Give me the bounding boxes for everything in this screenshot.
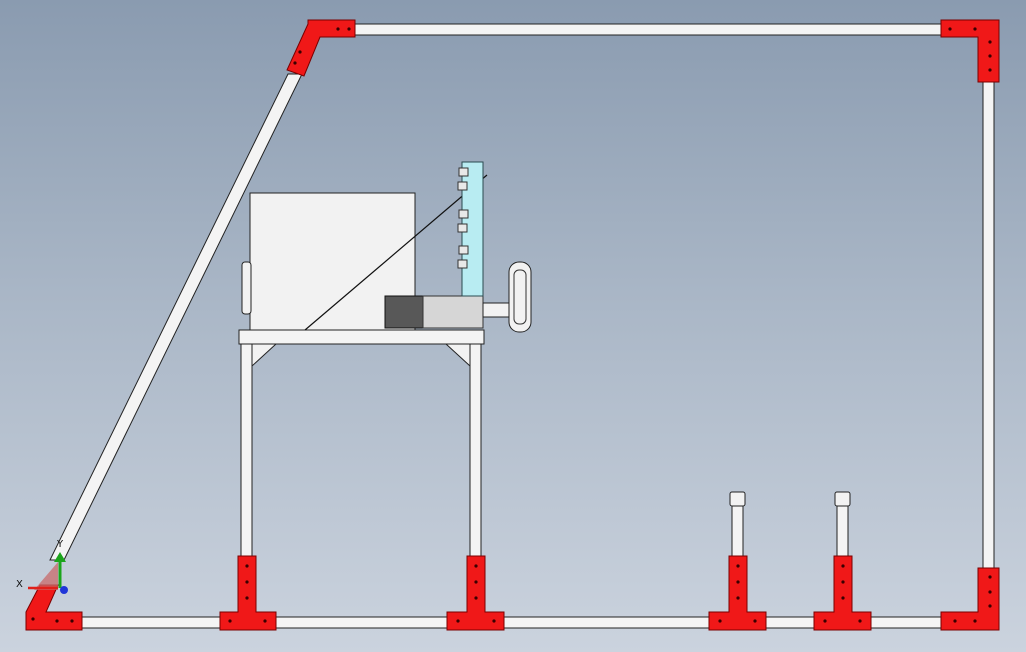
right-vertical-tube[interactable]	[982, 79, 995, 573]
bolt-hole	[245, 596, 249, 600]
table-gusset-left	[251, 343, 278, 368]
triad-x-label: X	[16, 579, 23, 590]
bolt-hole	[988, 68, 992, 72]
bolt-hole	[492, 619, 496, 623]
bracket-post-2[interactable]	[813, 555, 872, 631]
bracket-leg-right[interactable]	[446, 555, 505, 631]
panel-clip	[458, 209, 469, 219]
triad-base	[34, 562, 58, 590]
bolt-hole	[988, 54, 992, 58]
support-cable	[304, 174, 488, 331]
table-leg-right[interactable]	[469, 343, 482, 557]
bolt-hole	[298, 50, 302, 54]
bolt-hole	[474, 564, 478, 568]
bolt-hole	[245, 564, 249, 568]
bolt-hole	[988, 40, 992, 44]
bracket-bottom-left[interactable]	[25, 584, 83, 631]
triad-y-arrow	[54, 552, 66, 562]
bolt-hole	[973, 619, 977, 623]
bolt-hole	[336, 27, 340, 31]
enclosure-side-knob[interactable]	[241, 261, 252, 315]
bolt-hole	[736, 596, 740, 600]
bolt-hole	[474, 580, 478, 584]
bolt-hole	[736, 564, 740, 568]
short-post-1[interactable]	[731, 503, 744, 559]
bolt-hole	[55, 619, 59, 623]
table-leg-left[interactable]	[240, 343, 253, 557]
bolt-hole	[228, 619, 232, 623]
motor-shaft[interactable]	[482, 302, 512, 318]
bracket-top-right[interactable]	[940, 19, 1000, 83]
triad-y-label: Y	[56, 539, 64, 550]
bolt-hole	[973, 27, 977, 31]
panel-clip	[457, 259, 468, 269]
triad-z-axis	[60, 586, 68, 594]
table-gusset-right	[444, 343, 471, 368]
table-top[interactable]	[238, 329, 485, 345]
panel-clip	[458, 167, 469, 177]
table-assembly	[238, 329, 485, 368]
bolt-hole	[293, 61, 297, 65]
panel-details	[457, 167, 469, 269]
bolt-hole	[988, 575, 992, 579]
bolt-hole	[858, 619, 862, 623]
motor-body-light[interactable]	[422, 295, 484, 329]
bracket-bottom-right[interactable]	[940, 567, 1000, 631]
short-post-2[interactable]	[836, 503, 849, 559]
bolt-hole	[841, 596, 845, 600]
bolt-hole	[953, 619, 957, 623]
bolt-hole	[823, 619, 827, 623]
motor-body-dark[interactable]	[384, 295, 424, 329]
bolt-hole	[456, 619, 460, 623]
bracket-bolt-holes	[31, 27, 992, 623]
bolt-hole	[841, 580, 845, 584]
panel-clip	[458, 245, 469, 255]
coordinate-triad-icon[interactable]: X Y	[16, 539, 68, 594]
bolt-hole	[841, 564, 845, 568]
bolt-hole	[31, 617, 35, 621]
bracket-leg-left[interactable]	[219, 555, 277, 631]
bolt-hole	[347, 27, 351, 31]
bolt-hole	[245, 580, 249, 584]
bolt-hole	[736, 580, 740, 584]
bracket-top-left[interactable]	[286, 19, 356, 77]
bolt-hole	[988, 590, 992, 594]
motor-wheel[interactable]	[508, 261, 532, 333]
bolt-hole	[753, 619, 757, 623]
bolt-hole	[988, 604, 992, 608]
equipment	[241, 161, 532, 333]
post-cap-1[interactable]	[729, 491, 746, 507]
post-cap-2[interactable]	[834, 491, 851, 507]
brackets	[25, 19, 1000, 631]
bolt-hole	[70, 619, 74, 623]
panel-clip	[457, 181, 468, 191]
bolt-hole	[474, 596, 478, 600]
bolt-hole	[718, 619, 722, 623]
bolt-hole	[948, 27, 952, 31]
bolt-hole	[263, 619, 267, 623]
bracket-post-1[interactable]	[708, 555, 767, 631]
top-tube[interactable]	[351, 23, 945, 36]
motor-wheel-hub	[513, 269, 527, 325]
panel-clip	[457, 223, 468, 233]
